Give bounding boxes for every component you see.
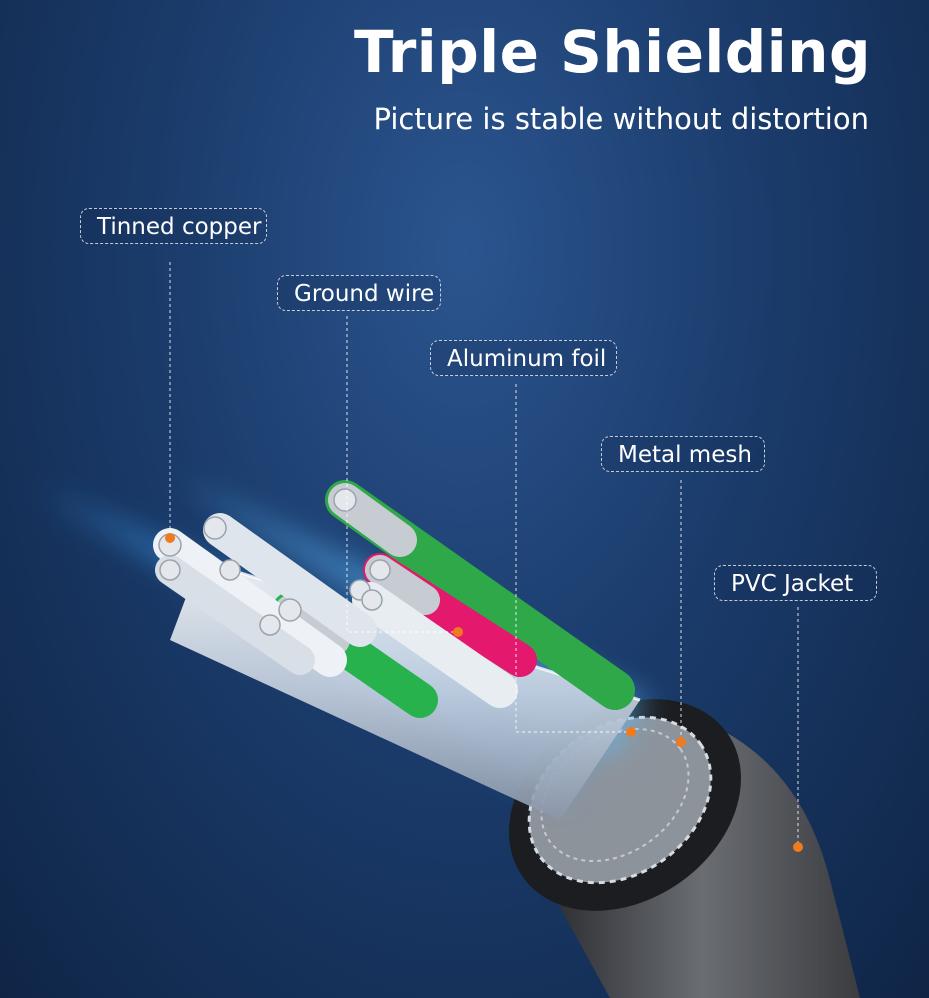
callout-markers (165, 533, 803, 852)
callout-pvc-jacket: PVC Jacket (714, 565, 877, 601)
marker-metal-mesh (676, 737, 686, 747)
page-title: Triple Shielding (354, 18, 871, 86)
marker-ground-wire (453, 627, 463, 637)
leader-lines (169, 262, 799, 847)
callout-metal-mesh: Metal mesh (601, 436, 765, 472)
callout-aluminum-foil: Aluminum foil (430, 340, 617, 376)
wire-white-1 (352, 582, 518, 708)
wire-strand-tips (158, 488, 391, 636)
marker-aluminum-foil (626, 727, 636, 737)
callout-tinned-copper: Tinned copper (80, 208, 267, 244)
marker-pvc-jacket (793, 842, 803, 852)
marker-tinned-copper (165, 533, 175, 543)
callout-ground-wire: Ground wire (277, 275, 441, 311)
wire-white-2 (153, 513, 377, 677)
page-subtitle: Picture is stable without distortion (373, 102, 869, 136)
